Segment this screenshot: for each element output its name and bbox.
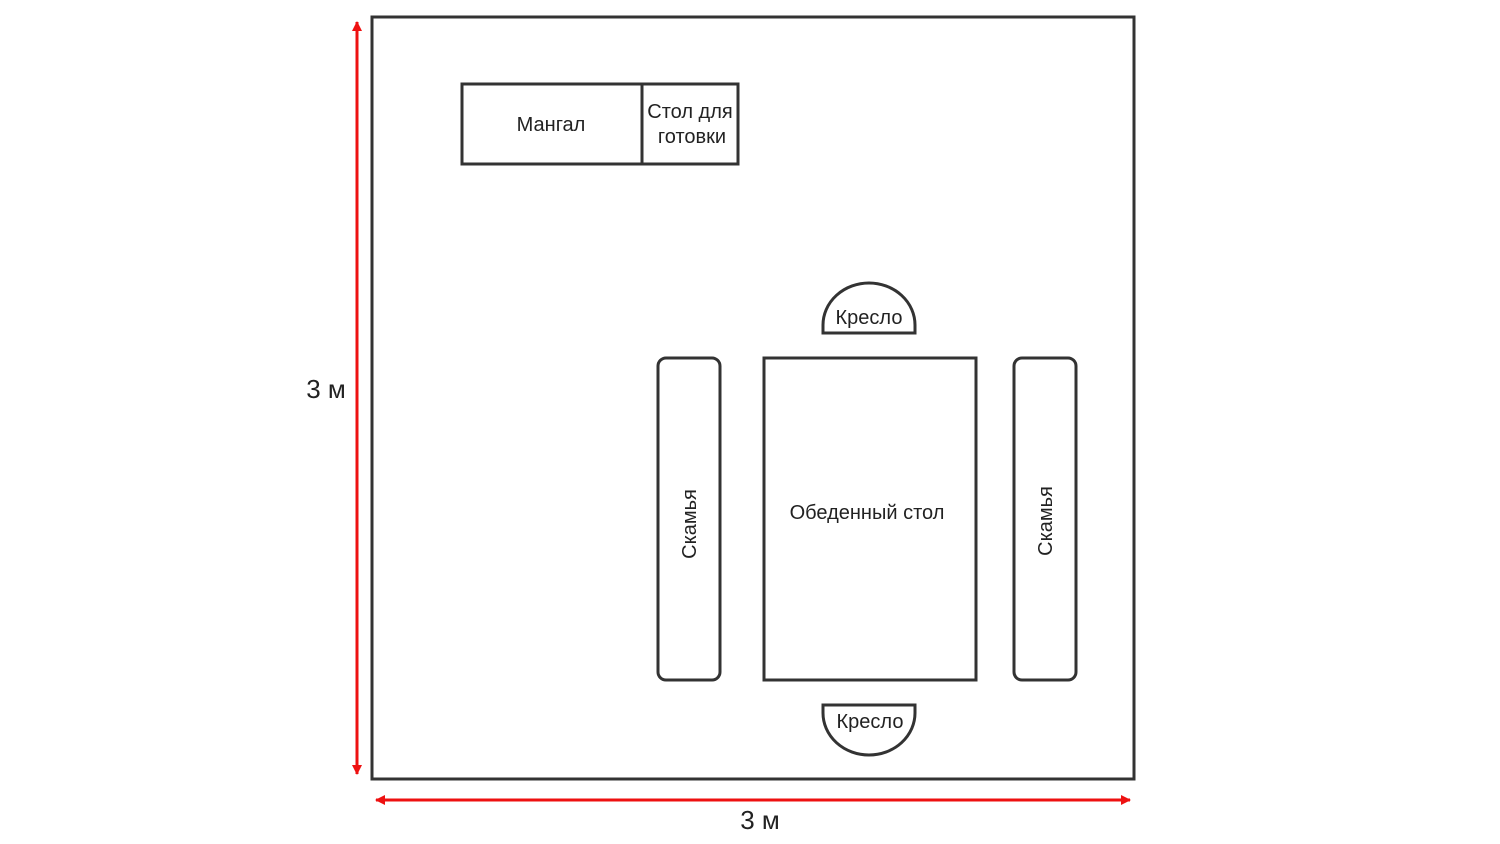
dining-table xyxy=(762,356,978,682)
chair-bottom xyxy=(821,703,917,757)
bench-right-label: Скамья xyxy=(1035,486,1057,556)
chair-top xyxy=(821,281,917,335)
bench-right xyxy=(1012,356,1078,682)
height-label: 3 м xyxy=(306,374,346,404)
dining-table-label: Обеденный стол xyxy=(790,502,945,524)
bench-left-label: Скамья xyxy=(679,489,701,559)
width-label: 3 м xyxy=(740,805,780,835)
bench-left xyxy=(656,356,722,682)
prep-table-label-2: готовки xyxy=(658,126,726,148)
prep-table xyxy=(640,82,740,166)
grill xyxy=(460,82,644,166)
prep-table-label-1: Стол для xyxy=(647,101,732,123)
chair-top-label: Кресло xyxy=(836,307,903,329)
grill-label: Мангал xyxy=(517,114,586,136)
chair-bottom-label: Кресло xyxy=(837,711,904,733)
